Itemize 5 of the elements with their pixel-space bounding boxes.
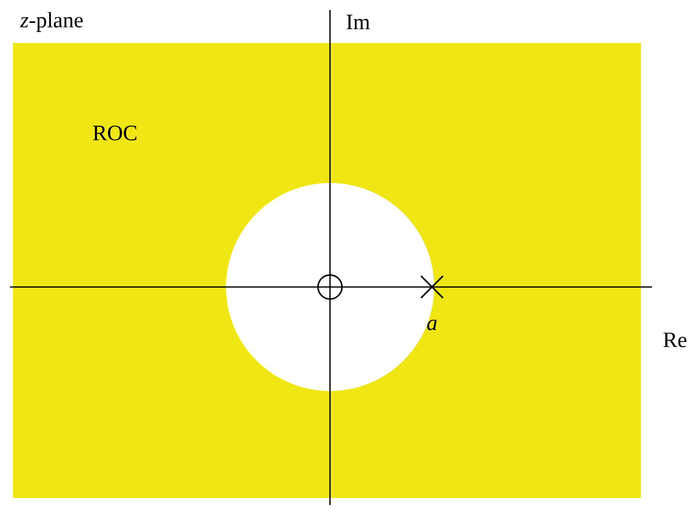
axis-label: a (427, 320, 437, 330)
axis-label: Re (663, 332, 686, 348)
axis-label: Im (346, 14, 370, 30)
axis-label: ROC (93, 126, 136, 140)
axis-label: z-plane (20, 12, 83, 32)
